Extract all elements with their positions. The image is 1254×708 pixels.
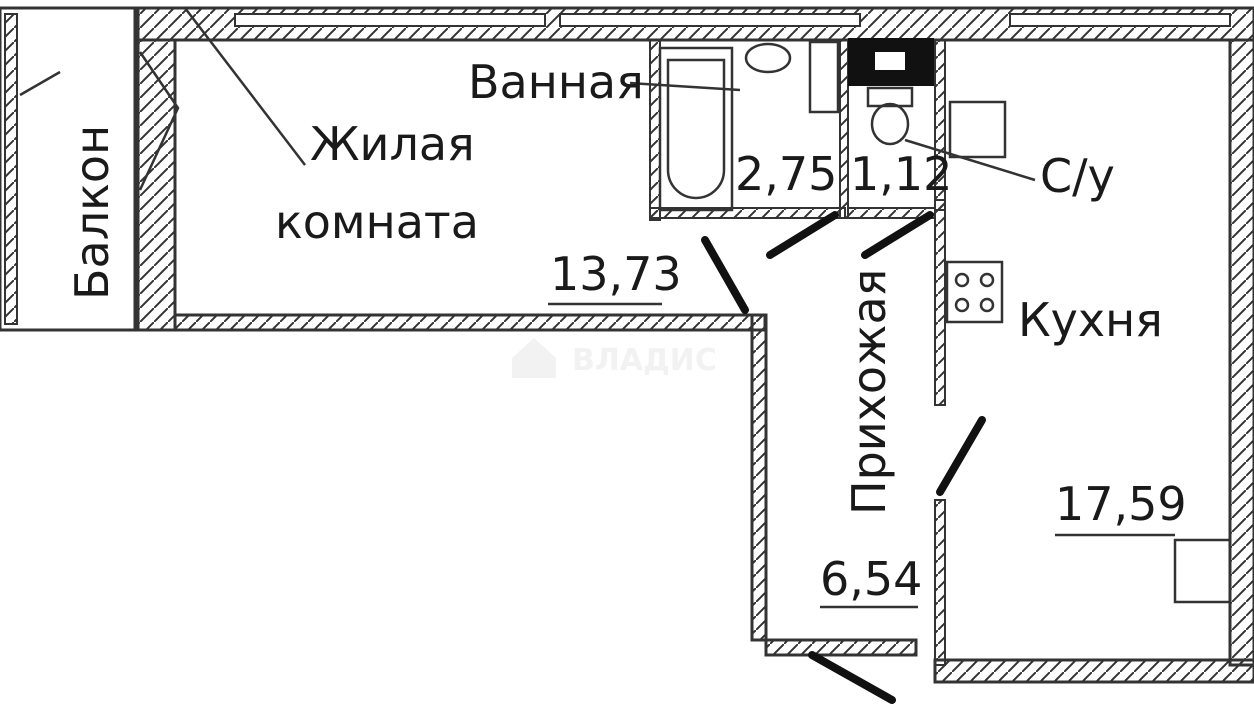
balcony: Балкон bbox=[0, 6, 137, 332]
wc-area: 1,12 bbox=[850, 147, 952, 201]
walls bbox=[136, 6, 1254, 684]
bathtub-icon bbox=[658, 46, 734, 212]
kitchen-label: Кухня bbox=[1018, 293, 1163, 347]
living-label-1: Жилая bbox=[310, 117, 475, 171]
kitchen-area: 17,59 bbox=[1055, 477, 1187, 531]
watermark-text: ВЛАДИС bbox=[572, 343, 717, 378]
toilet-icon bbox=[866, 86, 914, 146]
bathroom-label: Ванная bbox=[468, 55, 644, 109]
balcony-label: Балкон bbox=[65, 125, 119, 300]
hallway-label: Прихожая bbox=[842, 269, 896, 515]
wc-sink-icon bbox=[948, 100, 1007, 159]
sink-icon bbox=[744, 42, 792, 74]
watermark-logo: ВЛАДИС bbox=[512, 338, 717, 378]
kitchen-cabinet-icon bbox=[1173, 538, 1232, 604]
hallway-area: 6,54 bbox=[820, 552, 922, 606]
bathroom-area: 2,75 bbox=[735, 147, 837, 201]
stove-icon bbox=[945, 260, 1004, 324]
shaft-icon bbox=[808, 40, 840, 114]
living-area: 13,73 bbox=[550, 247, 682, 301]
living-label-2: комната bbox=[275, 195, 479, 249]
wc-label: С/у bbox=[1040, 149, 1115, 203]
doors bbox=[138, 51, 986, 704]
